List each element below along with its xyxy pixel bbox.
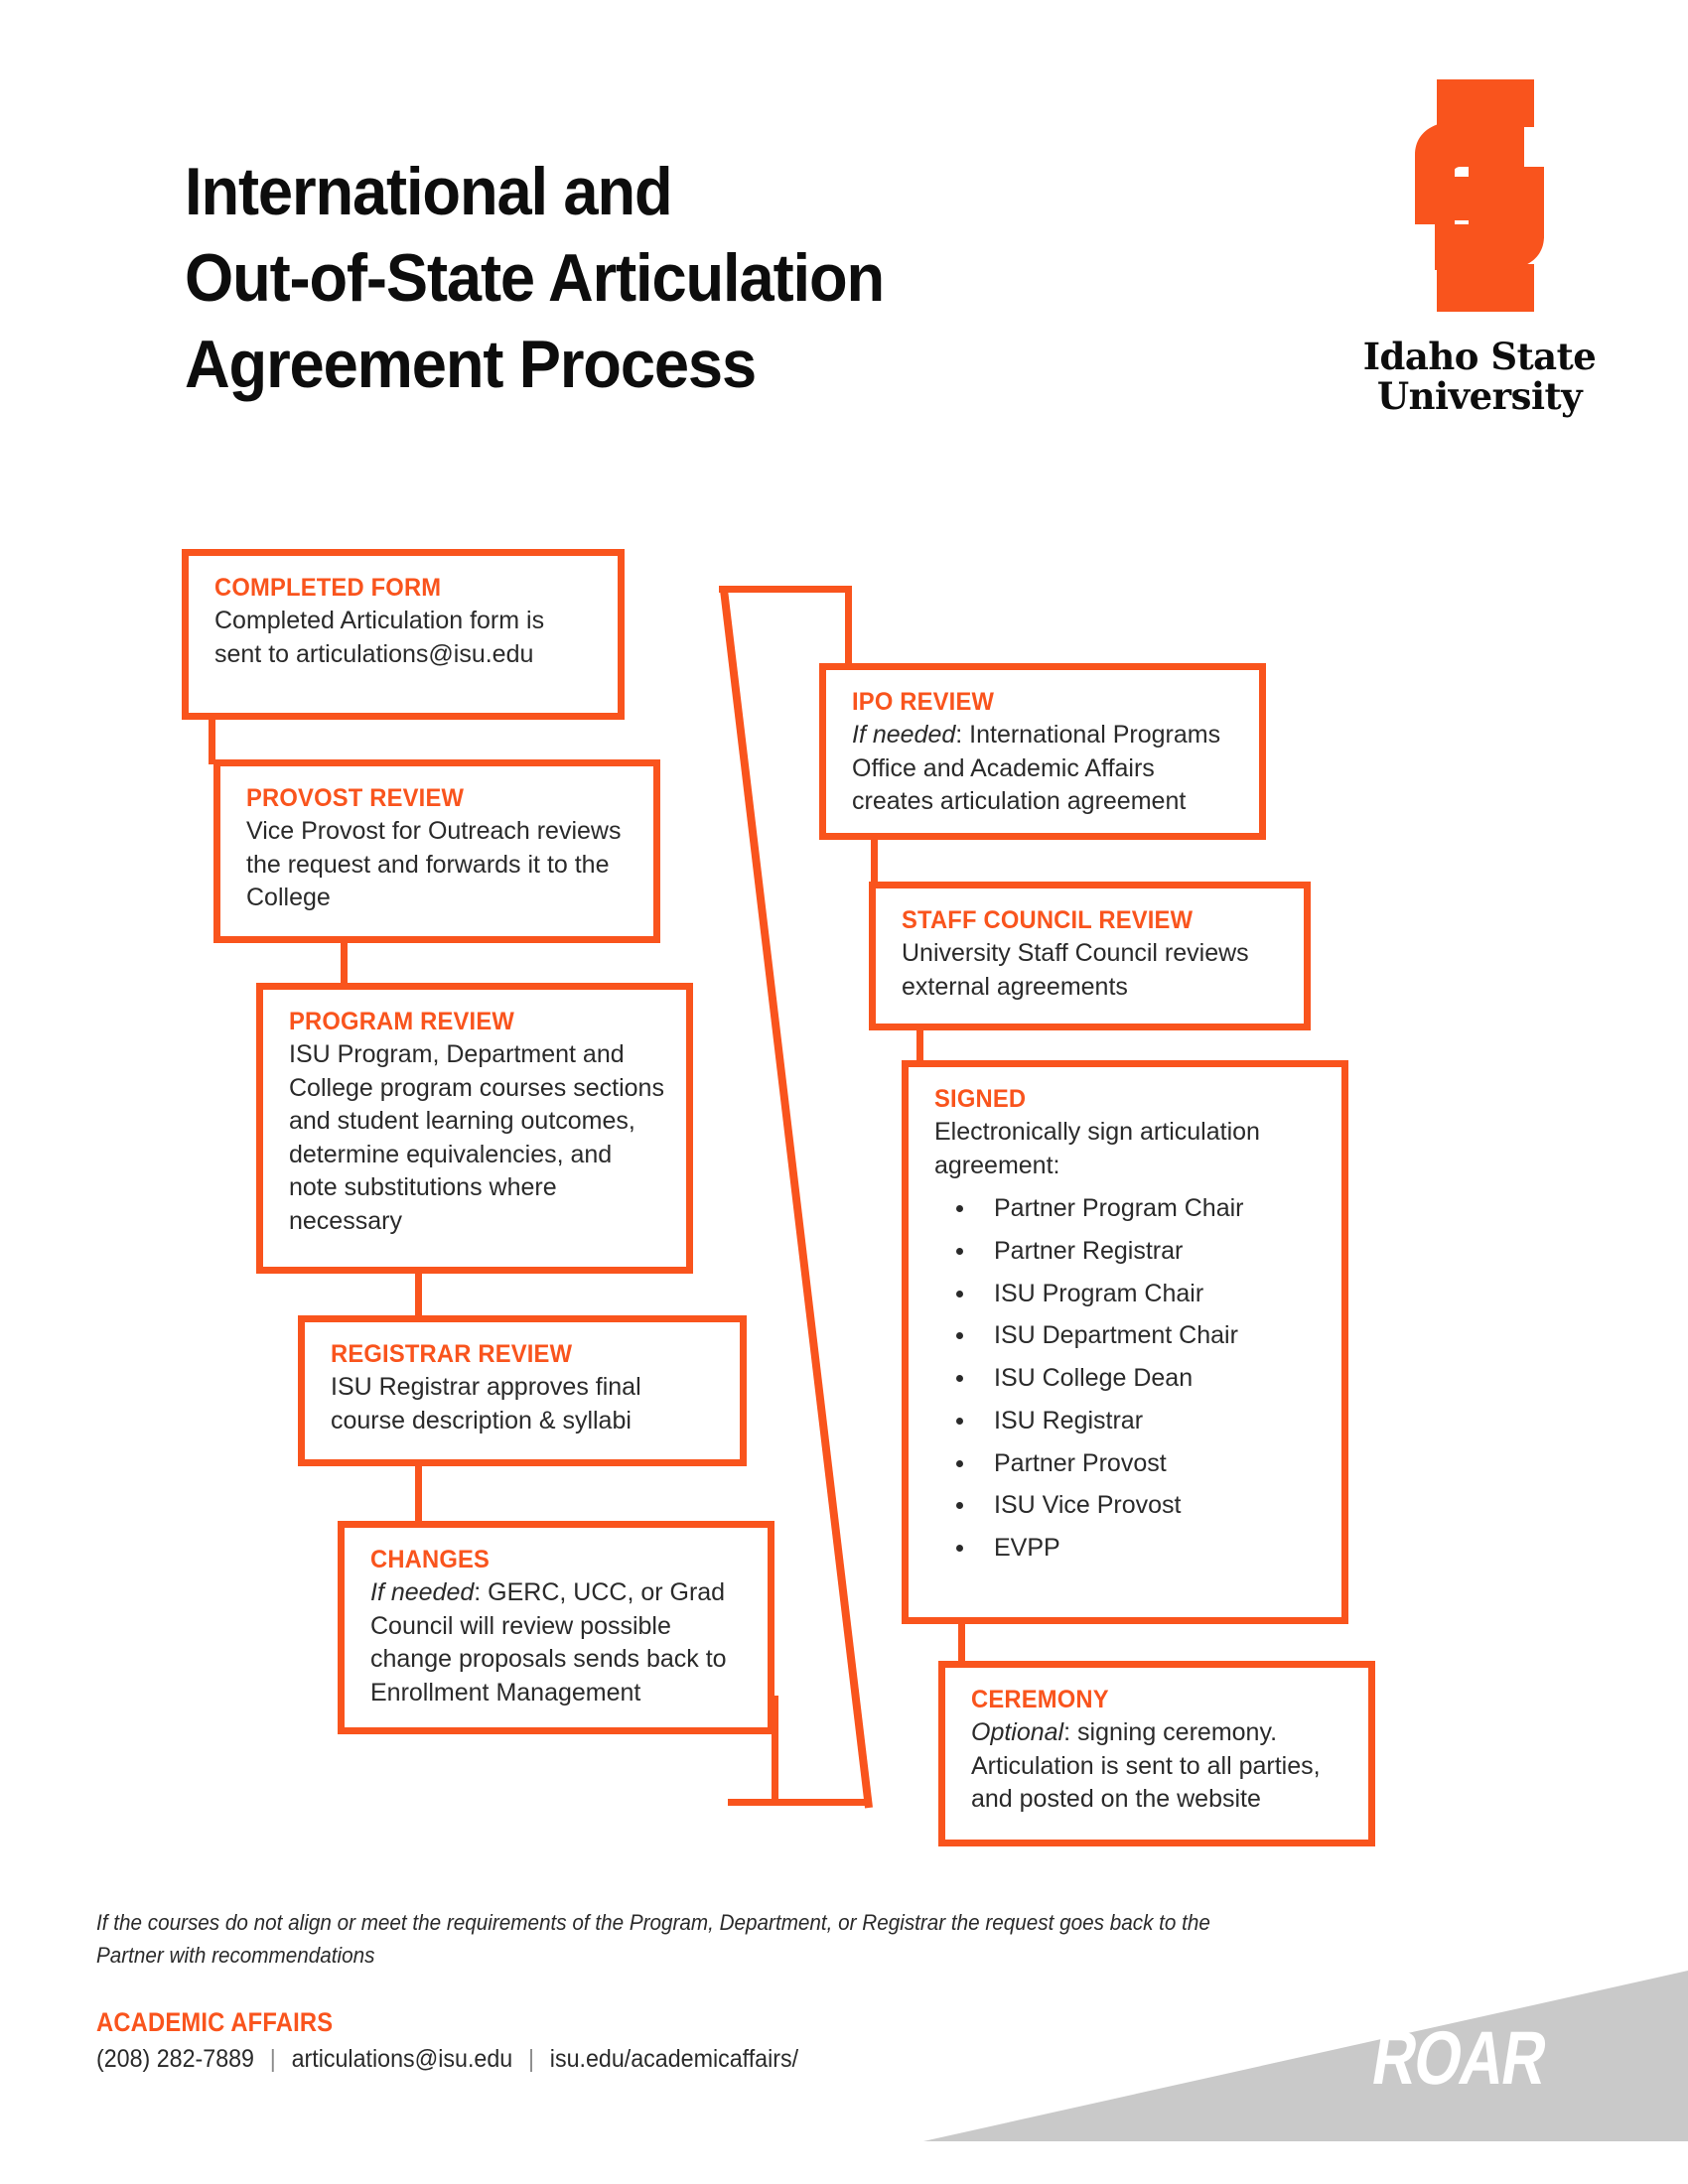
connector-registrar-to-changes — [415, 1464, 422, 1523]
node-changes[interactable]: CHANGES If needed: GERC, UCC, or Grad Co… — [338, 1521, 774, 1734]
node-emphasis: Optional — [971, 1718, 1064, 1746]
roar-slogan: ROAR — [1366, 2016, 1552, 2101]
list-item: Partner Program Chair — [934, 1192, 1320, 1225]
connector-ipo-to-staffcouncil — [871, 837, 878, 885]
list-item: Partner Provost — [934, 1447, 1320, 1480]
node-emphasis: If needed — [852, 721, 956, 749]
node-staff-council-review[interactable]: STAFF COUNCIL REVIEW University Staff Co… — [869, 882, 1311, 1030]
page-title: International and Out-of-State Articulat… — [185, 149, 1182, 408]
node-registrar-review[interactable]: REGISTRAR REVIEW ISU Registrar approves … — [298, 1315, 747, 1466]
feedback-loop-vertical-into-ipo — [845, 586, 852, 675]
university-name-line-2: University — [1376, 373, 1583, 418]
footnote-text: If the courses do not align or meet the … — [96, 1910, 1210, 1969]
phone-number[interactable]: (208) 282-7889 — [96, 2045, 255, 2073]
node-body: Vice Provost for Outreach reviews the re… — [246, 817, 622, 911]
node-body: If needed: International Programs Office… — [852, 719, 1237, 819]
node-heading: REGISTRAR REVIEW — [331, 1340, 573, 1368]
node-ipo-review[interactable]: IPO REVIEW If needed: International Prog… — [819, 663, 1266, 840]
node-body: Electronically sign articulation agreeme… — [934, 1118, 1260, 1179]
department-label: ACADEMIC AFFAIRS — [96, 2007, 334, 2037]
node-heading: CHANGES — [370, 1546, 491, 1573]
page-title-line-3: Agreement Process — [185, 327, 757, 403]
page-title-line-2: Out-of-State Articulation — [185, 240, 885, 317]
connector-provost-to-program — [341, 941, 348, 989]
node-body: Completed Articulation form is sent to a… — [214, 607, 545, 668]
node-body-text: : signing ceremony. Articulation is sent… — [971, 1718, 1321, 1813]
node-heading: PROVOST REVIEW — [246, 784, 465, 812]
connector-signed-to-ceremony — [958, 1621, 965, 1666]
node-heading: COMPLETED FORM — [214, 574, 442, 602]
feedback-loop-vertical-right — [772, 1696, 778, 1806]
node-body: If needed: GERC, UCC, or Grad Council wi… — [370, 1576, 746, 1709]
signatories-list: Partner Program Chair Partner Registrar … — [934, 1192, 1320, 1565]
node-body: Optional: signing ceremony. Articulation… — [971, 1716, 1346, 1817]
feedback-loop-horizontal-bottom — [728, 1799, 867, 1806]
node-completed-form[interactable]: COMPLETED FORM Completed Articulation fo… — [182, 549, 625, 720]
list-item: ISU Registrar — [934, 1405, 1320, 1437]
list-item: EVPP — [934, 1532, 1320, 1565]
contact-line: (208) 282-7889 | articulations@isu.edu |… — [96, 2045, 798, 2074]
node-heading: CEREMONY — [971, 1686, 1109, 1713]
university-logo: Idaho State University — [1331, 68, 1628, 417]
list-item: ISU Program Chair — [934, 1278, 1320, 1310]
feedback-loop-horizontal-top — [719, 586, 852, 593]
separator: | — [527, 2045, 535, 2073]
node-heading: PROGRAM REVIEW — [289, 1008, 514, 1035]
roar-wedge-graphic — [923, 1971, 1688, 2141]
connector-completed-to-provost — [209, 719, 215, 764]
list-item: ISU College Dean — [934, 1362, 1320, 1395]
university-name: Idaho State University — [1331, 335, 1628, 418]
website-url[interactable]: isu.edu/academicaffairs/ — [549, 2045, 799, 2073]
node-body-text: : GERC, UCC, or Grad Council will review… — [370, 1578, 727, 1706]
node-body: University Staff Council reviews externa… — [902, 939, 1249, 1001]
node-program-review[interactable]: PROGRAM REVIEW ISU Program, Department a… — [256, 983, 693, 1274]
page-title-line-1: International and — [185, 154, 673, 229]
list-item: ISU Department Chair — [934, 1319, 1320, 1352]
list-item: ISU Vice Provost — [934, 1489, 1320, 1522]
node-heading: SIGNED — [934, 1085, 1027, 1113]
email-address[interactable]: articulations@isu.edu — [291, 2045, 513, 2073]
node-emphasis: If needed — [370, 1578, 475, 1606]
connector-staffcouncil-to-signed — [916, 1028, 923, 1064]
node-heading: STAFF COUNCIL REVIEW — [902, 906, 1194, 934]
node-body: ISU Registrar approves final course desc… — [331, 1373, 641, 1434]
node-signed[interactable]: SIGNED Electronically sign articulation … — [902, 1060, 1348, 1624]
node-body: ISU Program, Department and College prog… — [289, 1040, 664, 1235]
feedback-loop-diagonal — [720, 589, 873, 1809]
list-item: Partner Registrar — [934, 1235, 1320, 1268]
node-ceremony[interactable]: CEREMONY Optional: signing ceremony. Art… — [938, 1661, 1375, 1846]
separator: | — [269, 2045, 276, 2073]
university-name-line-1: Idaho State — [1362, 335, 1597, 378]
node-heading: IPO REVIEW — [852, 688, 995, 716]
node-body-text: : International Programs Office and Acad… — [852, 721, 1221, 815]
isu-interlocking-is-logo — [1415, 79, 1544, 312]
connector-program-to-registrar — [415, 1271, 422, 1319]
node-provost-review[interactable]: PROVOST REVIEW Vice Provost for Outreach… — [213, 759, 660, 943]
